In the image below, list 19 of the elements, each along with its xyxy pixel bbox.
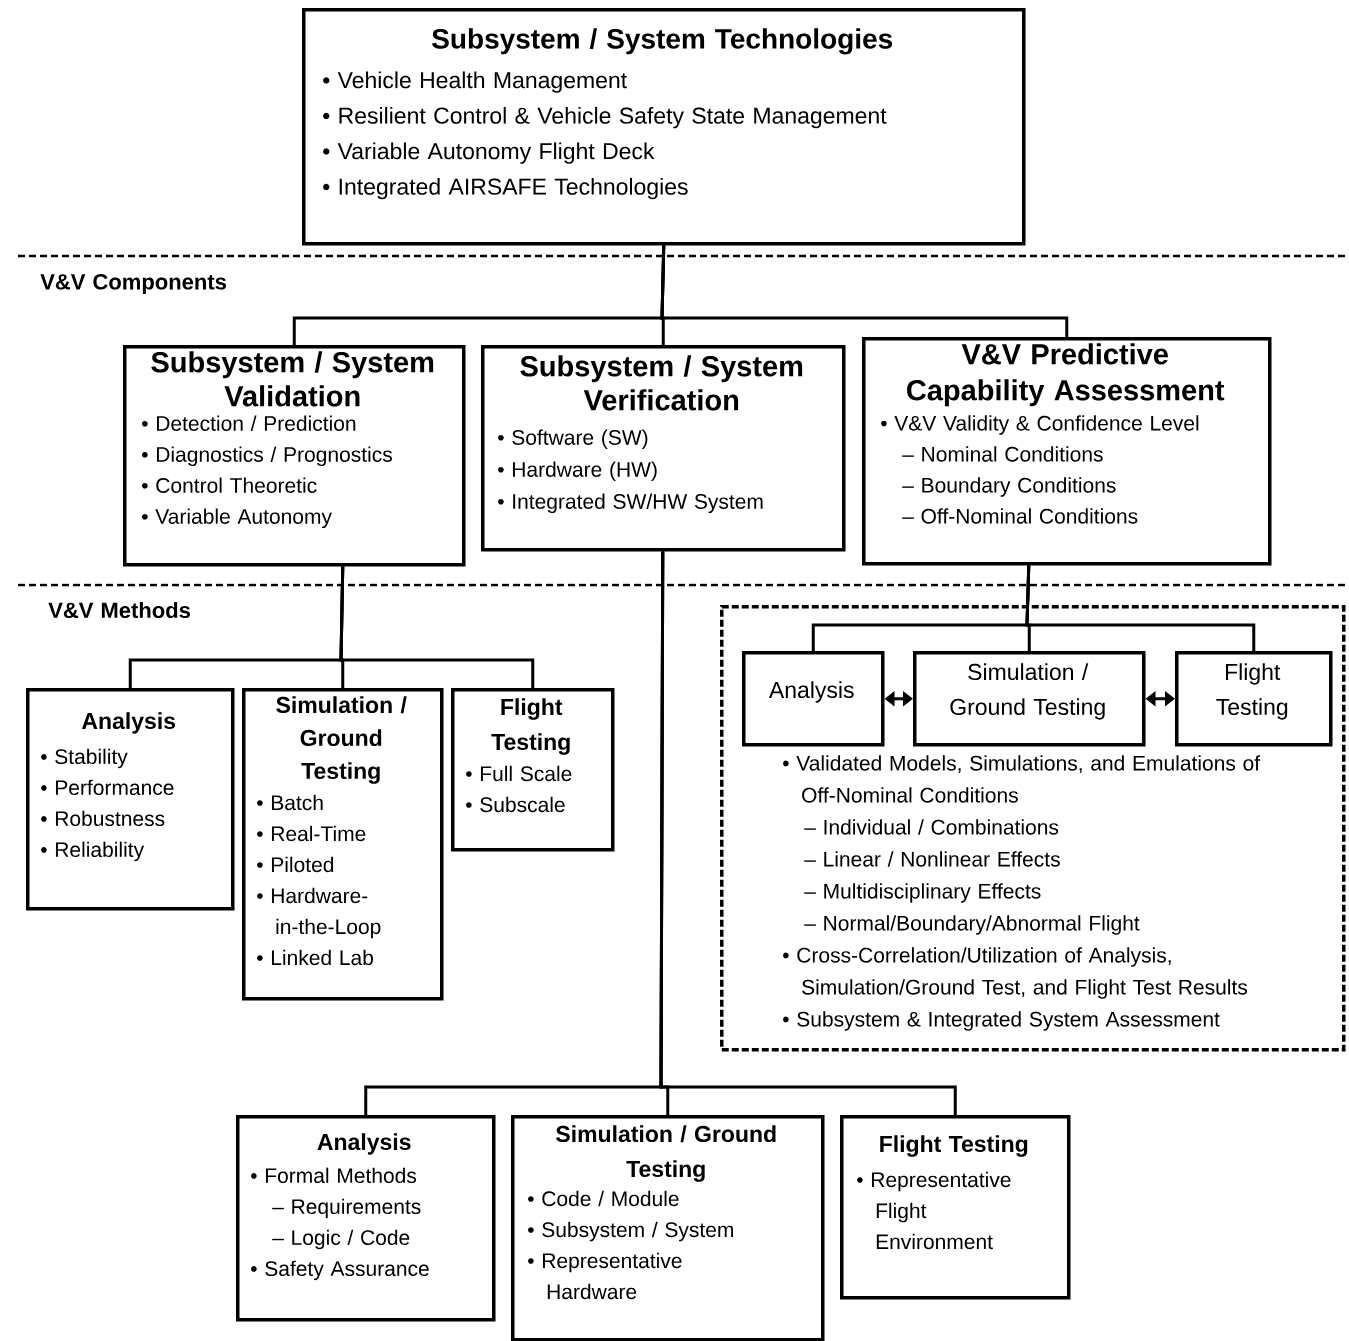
process-box: V&V Predictive Capability Assessment • V&V Validity & Confidence Level – Nominal Conditions – Boundary Conditions – Off-Nominal Conditions (862, 337, 1272, 566)
process-box: Subsystem / System Technologies • Vehicle Health Management • Resilient Control & Vehicle Safety State Management • Variable Autonomy Flight Deck • Integrated AIRSAFE Technologies (302, 8, 1026, 246)
process-box: Subsystem / System Validation • Detection / Prediction • Diagnostics / Prognostics • Control Theoretic • Variable Autonomy (123, 345, 466, 567)
section-label: V&V Components (40, 274, 226, 294)
process-box: Simulation / Ground Testing • Batch • Real-Time • Piloted • Hardware-in-the-Loop • Linked Lab (242, 688, 444, 1001)
process-box: Flight Testing (1175, 651, 1333, 747)
process-box: Flight Testing • Representative Flight Environment (840, 1115, 1071, 1300)
section-label: V&V Methods (48, 601, 190, 619)
connector-line (1025, 565, 1256, 651)
process-box: Simulation / Ground Testing • Code / Module • Subsystem / System • Representative Hardware (511, 1115, 825, 1341)
process-box: Subsystem / System Verification • Software (SW) • Hardware (HW) • Integrated SW/HW System (481, 345, 846, 552)
connector-line (339, 566, 535, 688)
connector-line (659, 551, 957, 1115)
process-box: Simulation / Ground Testing (913, 651, 1146, 747)
process-box: Analysis (742, 651, 885, 747)
process-box: Flight Testing • Full Scale • Subscale (451, 688, 615, 852)
process-box: Analysis • Stability • Performance • Robustness • Reliability (26, 688, 235, 911)
connector-line (660, 245, 1069, 337)
process-box: Analysis • Formal Methods – Requirements – Logic / Code • Safety Assurance (236, 1115, 496, 1322)
